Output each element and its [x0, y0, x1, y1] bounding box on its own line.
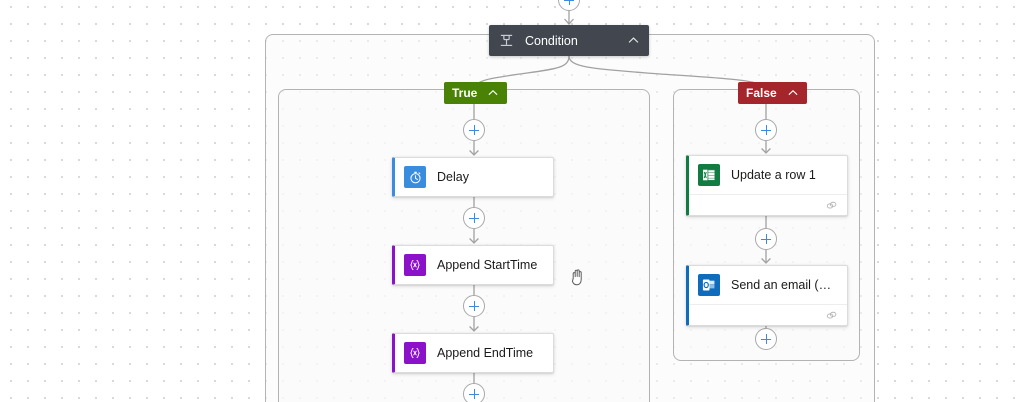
- action-card-update-a-row[interactable]: Update a row 1: [686, 155, 848, 216]
- chevron-up-icon[interactable]: [487, 87, 499, 99]
- action-card-title: Append StartTime: [437, 258, 538, 272]
- action-card-delay[interactable]: Delay: [392, 157, 554, 197]
- action-card-send-an-email[interactable]: Send an email (V2) 1: [686, 265, 848, 326]
- chevron-up-icon[interactable]: [787, 87, 799, 99]
- action-card-header: Append StartTime: [395, 246, 553, 284]
- action-card-footer: [689, 194, 847, 215]
- action-card-append-endtime[interactable]: Append EndTime: [392, 333, 554, 373]
- chevron-up-icon[interactable]: [627, 34, 640, 47]
- outlook-icon: [698, 274, 720, 296]
- variable-braces-icon: [404, 254, 426, 276]
- insert-step-button-false-1[interactable]: [755, 119, 777, 141]
- action-card-title: Send an email (V2) 1: [731, 278, 837, 292]
- branch-badge-true[interactable]: True: [444, 82, 508, 104]
- condition-title: Condition: [525, 33, 578, 48]
- action-card-append-starttime[interactable]: Append StartTime: [392, 245, 554, 285]
- insert-step-button-true-1[interactable]: [463, 119, 485, 141]
- action-card-title: Append EndTime: [437, 346, 534, 360]
- action-card-header: Send an email (V2) 1: [689, 266, 847, 304]
- insert-step-button-true-4[interactable]: [463, 383, 485, 402]
- grab-hand-cursor: [569, 267, 586, 286]
- insert-step-button-false-2[interactable]: [755, 228, 777, 250]
- condition-icon: [498, 32, 515, 49]
- branch-badge-false[interactable]: False: [738, 82, 807, 104]
- excel-icon: [698, 164, 720, 186]
- comment-link-icon[interactable]: [825, 199, 838, 212]
- insert-step-button-top[interactable]: [558, 0, 580, 11]
- action-card-header: Delay: [395, 158, 553, 196]
- condition-node[interactable]: Condition: [489, 25, 649, 56]
- delay-stopwatch-icon: [404, 166, 426, 188]
- branch-badge-false-label: False: [746, 86, 777, 100]
- insert-step-button-true-2[interactable]: [463, 207, 485, 229]
- comment-link-icon[interactable]: [825, 309, 838, 322]
- branch-badge-true-label: True: [452, 86, 478, 100]
- insert-step-button-false-3[interactable]: [755, 328, 777, 350]
- insert-step-button-true-3[interactable]: [463, 295, 485, 317]
- variable-braces-icon: [404, 342, 426, 364]
- action-card-header: Append EndTime: [395, 334, 553, 372]
- action-card-title: Update a row 1: [731, 168, 816, 182]
- action-card-header: Update a row 1: [689, 156, 847, 194]
- action-card-footer: [689, 304, 847, 325]
- action-card-title: Delay: [437, 170, 469, 184]
